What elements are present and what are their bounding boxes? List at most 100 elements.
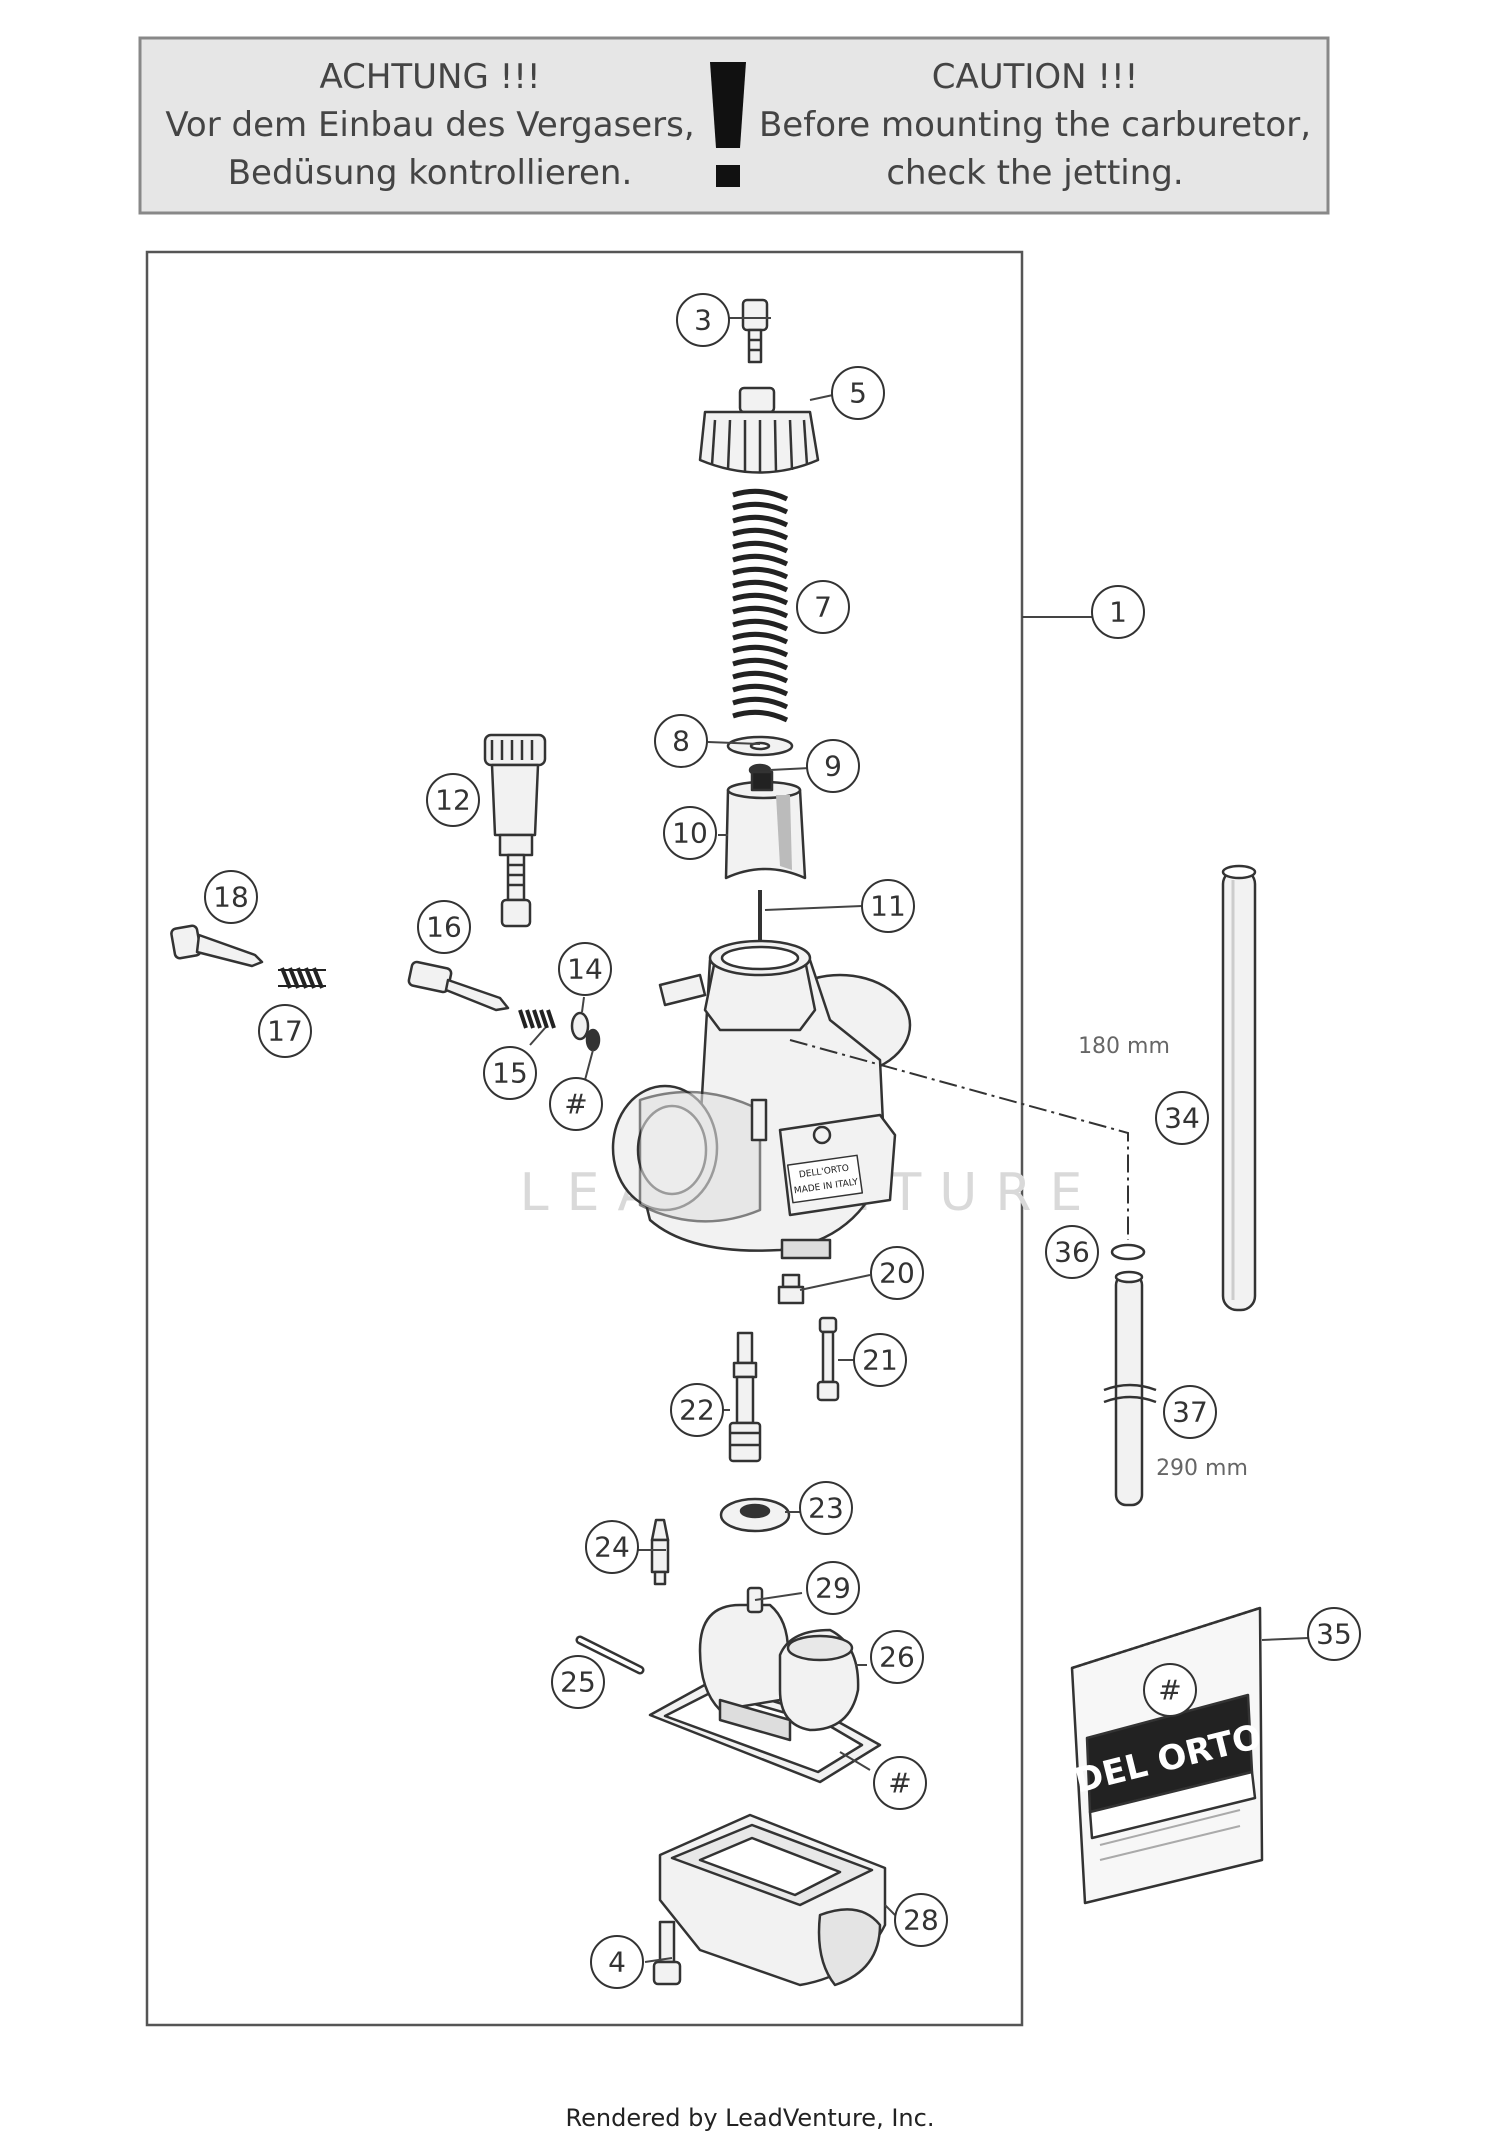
- callout-11: 11: [861, 879, 915, 933]
- callout-37: 37: [1163, 1385, 1217, 1439]
- svg-text:22: 22: [679, 1394, 715, 1427]
- caution-german-line1: Vor dem Einbau des Vergasers,: [165, 105, 694, 145]
- caution-german-heading: ACHTUNG !!!: [319, 57, 540, 97]
- svg-text:36: 36: [1054, 1236, 1090, 1269]
- svg-text:14: 14: [567, 953, 603, 986]
- callout-hash: #: [549, 1077, 603, 1131]
- callout-23: 23: [799, 1481, 853, 1535]
- svg-text:3: 3: [694, 304, 712, 337]
- svg-text:17: 17: [267, 1015, 303, 1048]
- callout-28: 28: [894, 1893, 948, 1947]
- part-washer-14: [570, 1011, 590, 1041]
- svg-text:#: #: [564, 1088, 587, 1121]
- callout-10: 10: [663, 806, 717, 860]
- svg-text:29: 29: [815, 1572, 851, 1605]
- part-choke-12: [483, 733, 547, 928]
- callout-21: 21: [853, 1333, 907, 1387]
- callout-20: 20: [870, 1246, 924, 1300]
- part-cap-5: [698, 386, 820, 474]
- part-slide-10: [724, 770, 807, 880]
- part-screw-3: [741, 298, 769, 364]
- assembly-frame: [145, 250, 1024, 2027]
- part-jet-kit-35: DEL ORTO: [1070, 1606, 1266, 1905]
- part-atomizer-22: [728, 1331, 762, 1463]
- callout-1: 1: [1091, 585, 1145, 639]
- part-spring-7: [732, 488, 789, 723]
- carb-stamp: DELL'ORTO MADE IN ITALY: [786, 1154, 864, 1204]
- leader-lines: [529, 317, 1309, 1963]
- part-spring-17: [278, 967, 326, 989]
- svg-text:1: 1: [1109, 596, 1127, 629]
- callout-22: 22: [670, 1383, 724, 1437]
- svg-text:25: 25: [560, 1666, 596, 1699]
- svg-text:15: 15: [492, 1057, 528, 1090]
- callout-5: 5: [831, 366, 885, 420]
- callout-36: 36: [1045, 1225, 1099, 1279]
- part-oring-small: [585, 1028, 601, 1052]
- callout-16: 16: [417, 900, 471, 954]
- svg-text:5: 5: [849, 377, 867, 410]
- caution-box: ACHTUNG !!! Vor dem Einbau des Vergasers…: [138, 36, 1330, 215]
- callout-9: 9: [806, 739, 860, 793]
- callout-12: 12: [426, 773, 480, 827]
- footer-credit: Rendered by LeadVenture, Inc.: [565, 2104, 935, 2132]
- callout-24: 24: [585, 1520, 639, 1574]
- callout-25: 25: [551, 1655, 605, 1709]
- part-float-26: [698, 1603, 860, 1742]
- caution-english-line1: Before mounting the carburetor,: [759, 105, 1311, 145]
- svg-text:37: 37: [1172, 1396, 1208, 1429]
- part-screw-4: [652, 1920, 682, 1986]
- svg-text:18: 18: [213, 881, 249, 914]
- svg-text:11: 11: [870, 890, 906, 923]
- svg-text:34: 34: [1164, 1102, 1200, 1135]
- callout-18: 18: [204, 870, 258, 924]
- svg-text:35: 35: [1316, 1618, 1352, 1651]
- svg-text:24: 24: [594, 1531, 630, 1564]
- svg-text:16: 16: [426, 911, 462, 944]
- part-oring-36: [1110, 1243, 1146, 1261]
- callout-15: 15: [483, 1046, 537, 1100]
- svg-text:#: #: [1158, 1674, 1181, 1707]
- part-tube-37: [1103, 1270, 1157, 1507]
- svg-text:23: 23: [808, 1492, 844, 1525]
- callout-8: 8: [654, 714, 708, 768]
- part-seat-24: [719, 1497, 791, 1533]
- svg-text:8: 8: [672, 725, 690, 758]
- part-jet-20: [777, 1273, 805, 1305]
- callout-14: 14: [558, 942, 612, 996]
- callout-hash: #: [873, 1756, 927, 1810]
- svg-text:10: 10: [672, 817, 708, 850]
- dim-180: 180 mm: [1078, 1034, 1170, 1059]
- svg-text:28: 28: [903, 1904, 939, 1937]
- callout-7: 7: [796, 580, 850, 634]
- vent-line-dashed: [789, 1039, 1129, 1240]
- caution-english-heading: CAUTION !!!: [932, 57, 1139, 97]
- svg-text:9: 9: [824, 750, 842, 783]
- part-screw-16: [407, 960, 510, 1012]
- callout-17: 17: [258, 1004, 312, 1058]
- part-tube-34: [1221, 864, 1257, 1312]
- exclamation-icon: [710, 62, 746, 187]
- callout-4: 4: [590, 1935, 644, 1989]
- part-float-bowl-28: [658, 1813, 887, 1987]
- callout-kit-hash: #: [1143, 1663, 1197, 1717]
- part-carburetor-body: DELL'ORTO MADE IN ITALY: [611, 939, 912, 1260]
- svg-text:#: #: [888, 1767, 911, 1800]
- part-spring-15: [518, 1009, 556, 1029]
- callout-3: 3: [676, 293, 730, 347]
- svg-text:26: 26: [879, 1641, 915, 1674]
- part-screw-18: [170, 924, 264, 968]
- caution-german-line2: Bedüsung kontrollieren.: [228, 153, 633, 193]
- part-float-needle-23: [650, 1518, 670, 1586]
- callout-34: 34: [1155, 1091, 1209, 1145]
- svg-text:21: 21: [862, 1344, 898, 1377]
- svg-text:4: 4: [608, 1946, 626, 1979]
- part-jet-21: [816, 1316, 840, 1402]
- callout-29: 29: [806, 1561, 860, 1615]
- svg-text:12: 12: [435, 784, 471, 817]
- callout-35: 35: [1307, 1607, 1361, 1661]
- caution-english-line2: check the jetting.: [886, 153, 1183, 193]
- svg-text:20: 20: [879, 1257, 915, 1290]
- dim-290: 290 mm: [1156, 1456, 1248, 1481]
